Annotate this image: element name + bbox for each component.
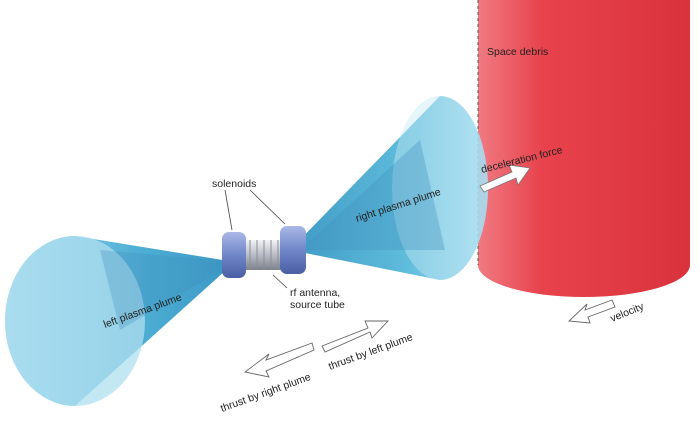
space-debris-cylinder — [477, 0, 690, 297]
velocity-arrow — [567, 299, 616, 324]
label-thrust-by-left-plume: thrust by left plume — [327, 331, 415, 373]
rf-antenna-source-tube — [243, 240, 283, 270]
thruster-device — [222, 226, 306, 278]
label-thrust-by-right-plume: thrust by right plume — [219, 371, 313, 415]
left-plasma-plume — [5, 236, 235, 406]
thrust-by-right-plume-arrow — [243, 342, 315, 378]
label-source-tube: source tube — [290, 299, 345, 311]
label-velocity: velocity — [609, 300, 647, 325]
right-plasma-plume — [290, 96, 488, 280]
label-space-debris: Space debris — [487, 46, 548, 58]
label-rf-antenna: rf antenna, — [290, 287, 340, 299]
left-solenoid — [222, 232, 246, 278]
label-solenoids: solenoids — [212, 178, 256, 190]
leader-lines — [224, 189, 288, 289]
thrust-by-left-plume-arrow — [321, 320, 390, 353]
right-solenoid — [280, 226, 306, 274]
deceleration-force-arrow — [479, 164, 531, 193]
